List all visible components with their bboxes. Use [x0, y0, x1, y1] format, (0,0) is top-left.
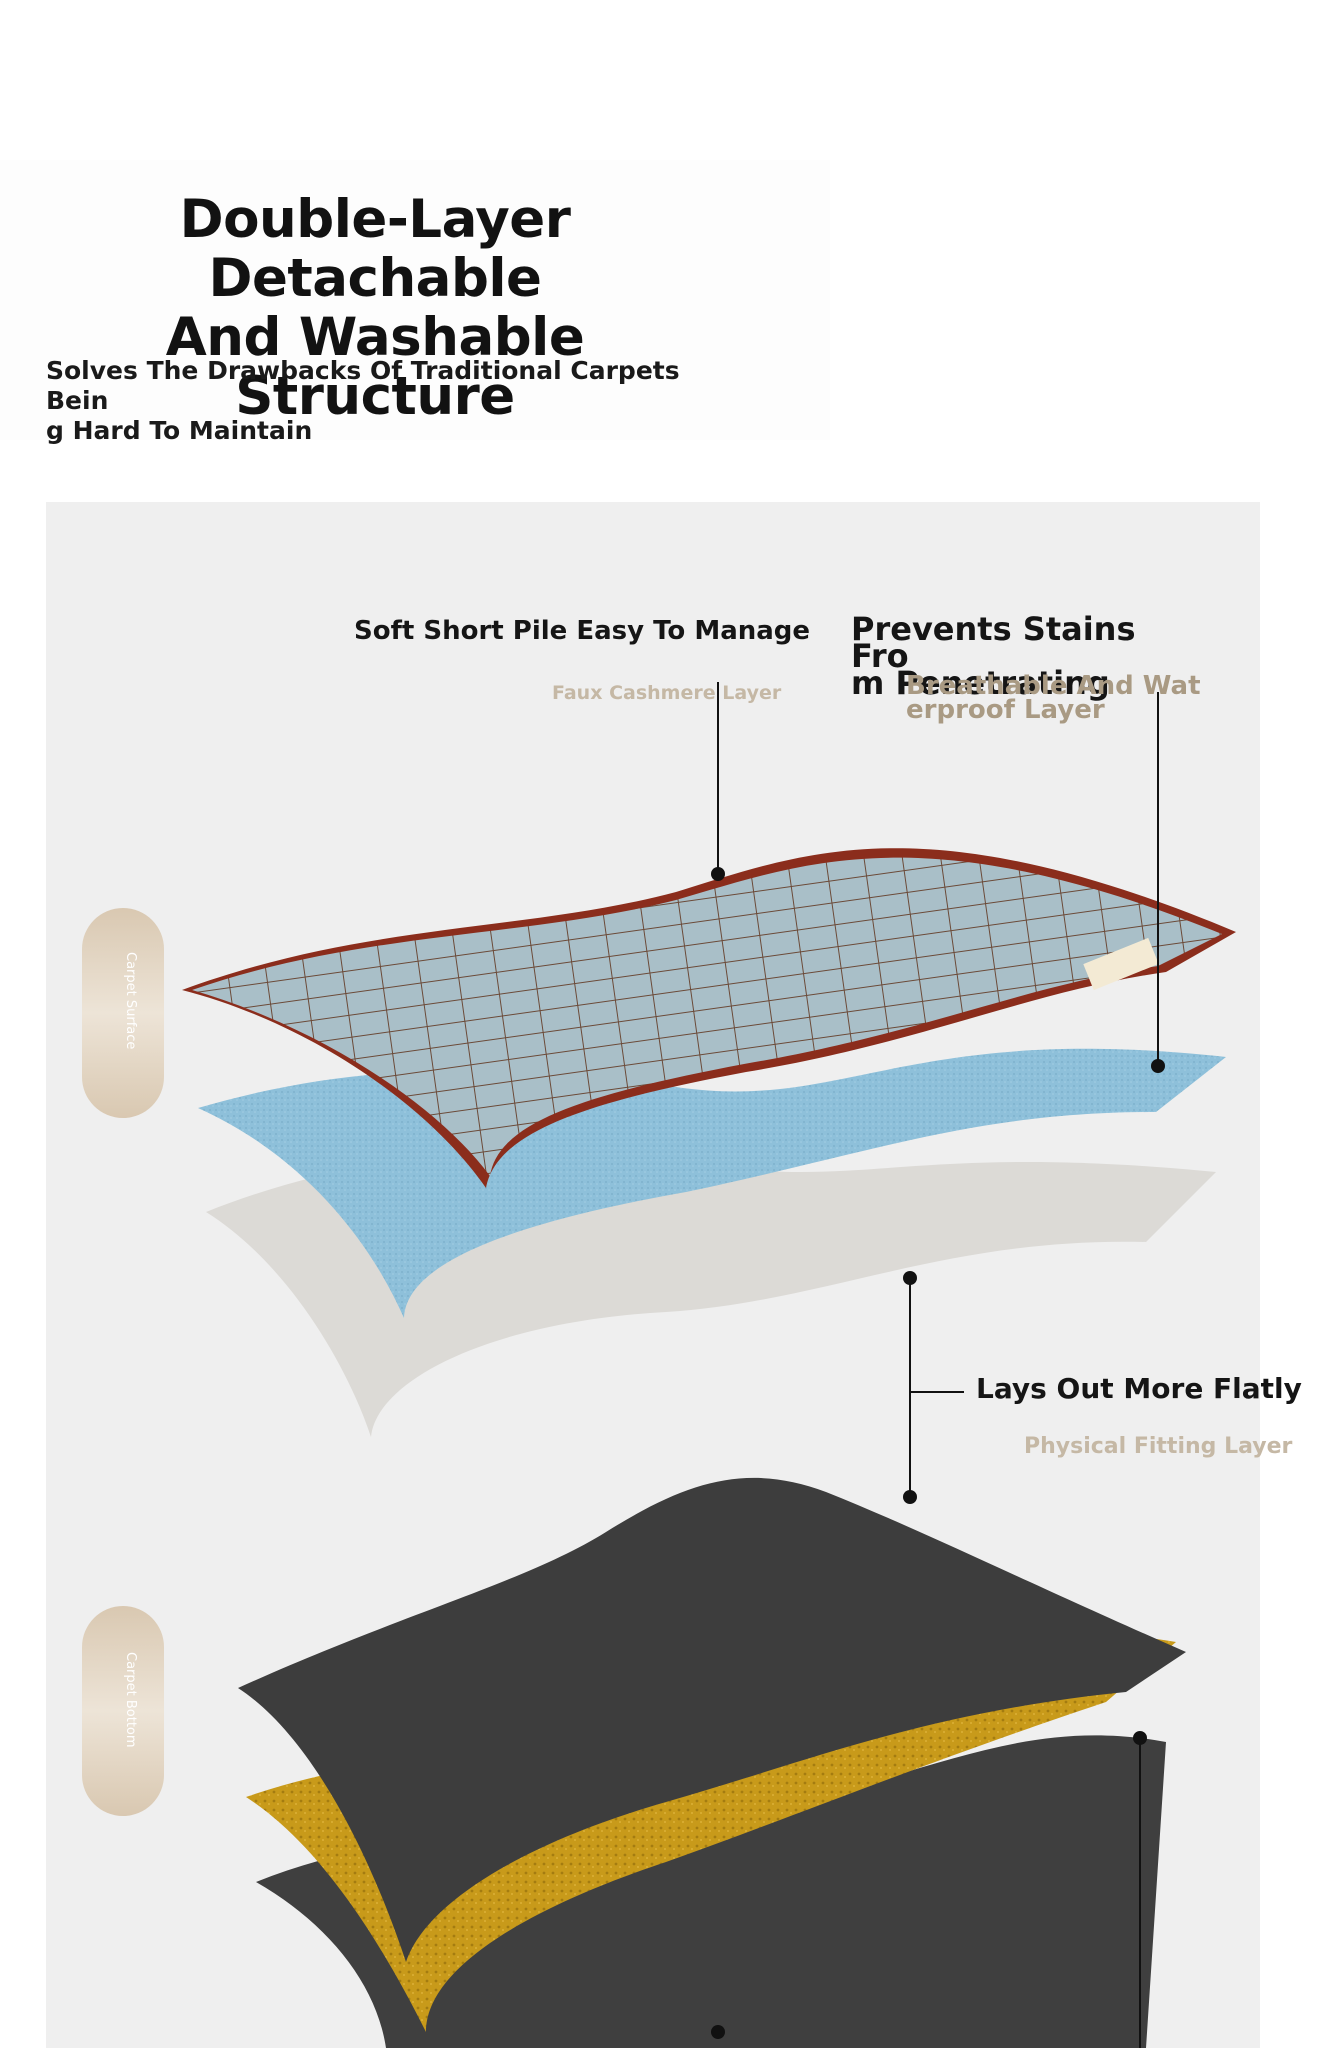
stains-title-line-1: Prevents Stains Fro — [851, 610, 1136, 675]
flat-callout-layer: Physical Fitting Layer — [1024, 1434, 1293, 1459]
yellow-layer — [246, 1635, 1176, 2032]
surface-tab-label: Carpet Surface — [123, 952, 138, 1050]
surface-tab — [82, 908, 164, 1118]
flat-callout-title: Lays Out More Flatly — [976, 1372, 1302, 1405]
stains-layer-line-1: Breathable And Wat — [906, 671, 1201, 701]
page-subtitle: Solves The Drawbacks Of Traditional Carp… — [46, 356, 696, 446]
grid-tag — [1083, 937, 1159, 991]
bottom-tab — [82, 1606, 164, 1816]
dark-top-layer — [238, 1477, 1186, 1962]
bottom-tab-label: Carpet Bottom — [123, 1652, 138, 1748]
layer-illustration — [182, 682, 1236, 2048]
header-background — [0, 160, 830, 440]
subtitle-line-2: g Hard To Maintain — [46, 416, 313, 445]
pile-callout-layer: Faux Cashmere Layer — [552, 682, 782, 704]
stains-callout-title: Prevents Stains Fro m Penetrating — [851, 610, 1191, 702]
title-line-1: Double-Layer Detachable — [179, 189, 571, 309]
dark-bottom-layer — [256, 1735, 1166, 2048]
stains-callout-layer: Breathable And Wat erproof Layer — [906, 671, 1206, 725]
layer-diagram-panel: Carpet Surface Carpet Bottom Soft Short … — [46, 502, 1302, 2048]
title-line-2: And Washable Structure — [165, 307, 585, 427]
grid-top-layer — [192, 857, 1222, 1176]
stains-layer-line-2: erproof Layer — [906, 695, 1105, 725]
stains-title-line-2: m Penetrating — [851, 664, 1110, 702]
subtitle-line-1: Solves The Drawbacks Of Traditional Carp… — [46, 356, 680, 415]
page-title: Double-Layer Detachable And Washable Str… — [30, 190, 720, 426]
pile-callout-title: Soft Short Pile Easy To Manage — [354, 616, 811, 646]
